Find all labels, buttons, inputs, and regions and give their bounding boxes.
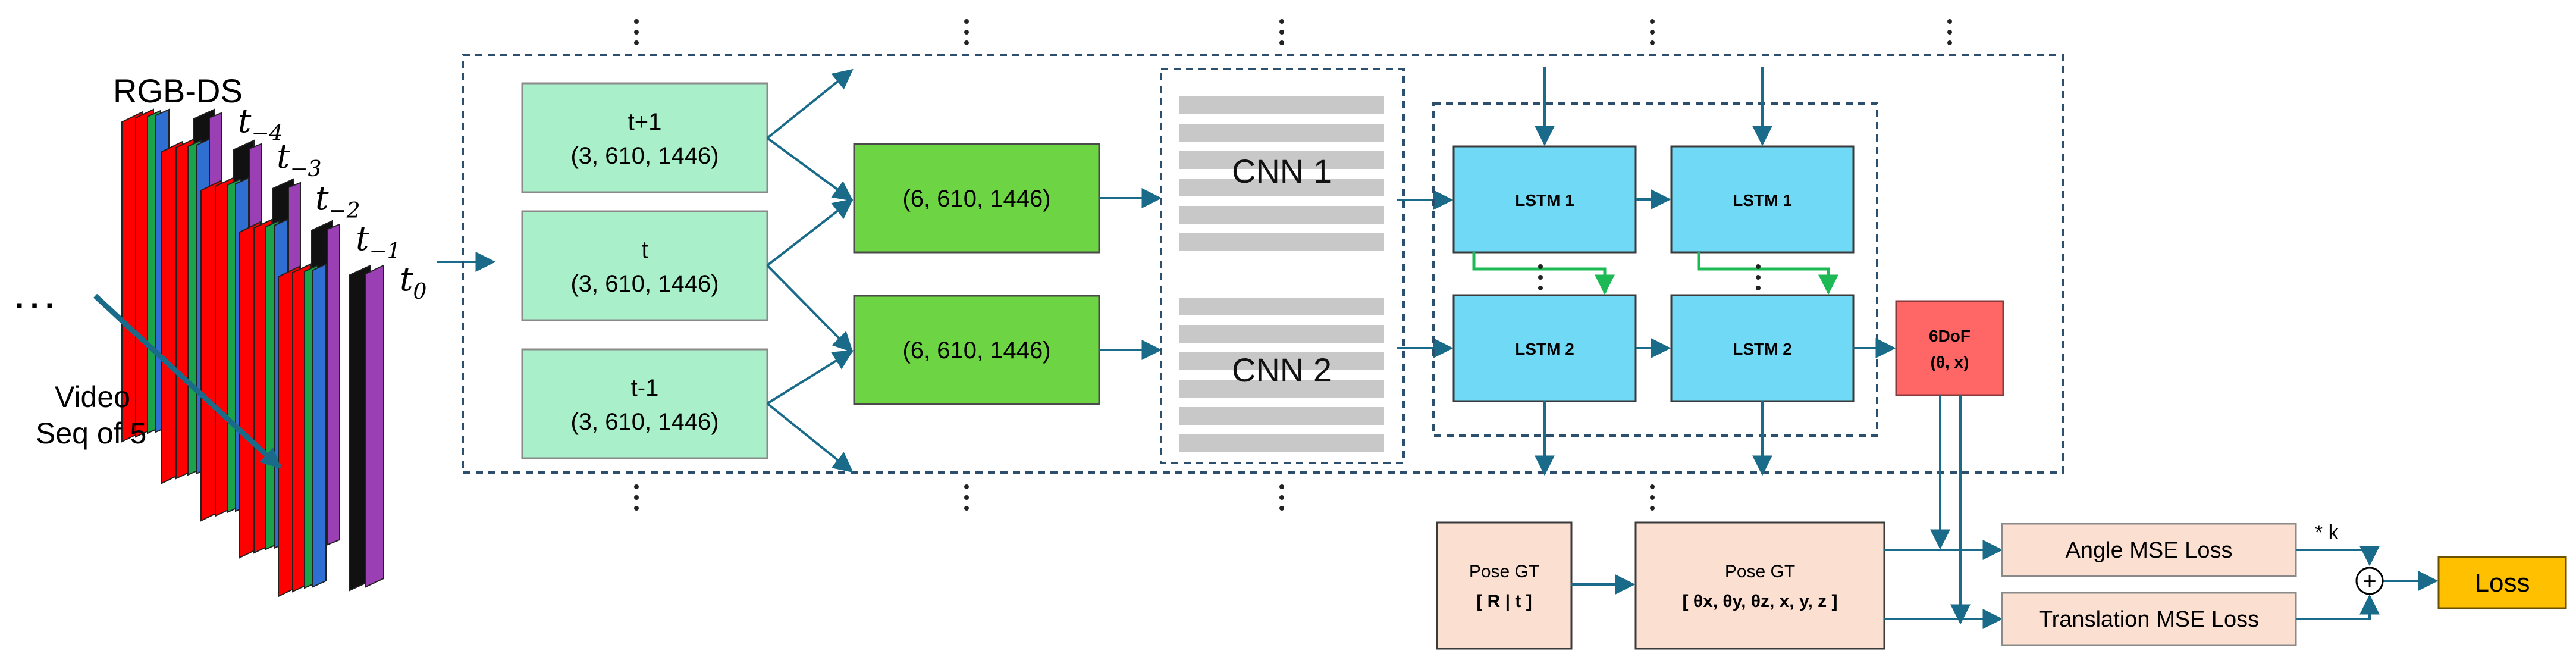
svg-text:t−2: t−2 [315,179,360,223]
lstm1-b: LSTM 1 [1670,145,1855,254]
cnn2-label: CNN 2 [1232,351,1332,389]
svg-text:Translation MSE Loss: Translation MSE Loss [2039,607,2259,632]
frame-box-t: t (3, 610, 1446) [521,210,768,321]
loss-sum-arrows [2296,546,2439,620]
translation-loss-box: Translation MSE Loss [2001,592,2297,646]
sum-node: + [2355,567,2384,595]
svg-text:(6, 610, 1446): (6, 610, 1446) [902,186,1050,212]
time-labels: t−4 t−3 t−2 t−1 t0 [238,102,426,304]
input-frame-stack [121,108,384,598]
svg-text:LSTM 2: LSTM 2 [1733,340,1792,358]
input-ellipsis: … [11,265,58,318]
lstm-green-arrows [1472,252,1838,295]
cnn-dashed-container [1160,68,1405,464]
lstm2-a: LSTM 2 [1452,294,1637,402]
k-weight-label: * k [2315,521,2339,544]
svg-text:Pose GT: Pose GT [1725,562,1795,581]
svg-text:LSTM 2: LSTM 2 [1515,340,1574,358]
vertical-ellipses [634,19,1952,511]
lstm1-a: LSTM 1 [1452,145,1637,254]
svg-text:t−4: t−4 [238,102,283,146]
frame-box-t-minus-1: t-1 (3, 610, 1446) [521,348,768,459]
cnn1-label: CNN 1 [1232,152,1332,190]
svg-text:[ θx, θy, θz, x, y, z ]: [ θx, θy, θz, x, y, z ] [1683,592,1838,611]
svg-text:t-1: t-1 [631,375,659,401]
svg-text:(6, 610, 1446): (6, 610, 1446) [902,337,1050,364]
svg-text:LSTM 1: LSTM 1 [1515,191,1574,209]
frame-box-t-plus-1: t+1 (3, 610, 1446) [521,82,768,193]
rgbds-title: RGB-DS [113,72,243,110]
svg-text:LSTM 1: LSTM 1 [1733,191,1792,209]
video-label-line1: Video [55,380,130,414]
svg-text:6DoF: 6DoF [1929,327,1971,345]
svg-text:t−3: t−3 [277,137,322,182]
cnn1-stripes [1179,96,1384,251]
angle-loss-box: Angle MSE Loss [2001,523,2297,577]
svg-text:t+1: t+1 [628,109,662,135]
svg-text:(3, 610, 1446): (3, 610, 1446) [570,271,718,297]
video-sequence-arrow [93,293,282,470]
lstm2-b: LSTM 2 [1670,294,1855,402]
frame-to-pair-arrows [766,68,854,473]
network-dashed-container [462,54,2064,474]
svg-text:(θ, x): (θ, x) [1931,353,1969,371]
svg-text:t0: t0 [400,260,426,304]
svg-text:t: t [641,237,648,263]
pose-gt-vec-box: Pose GT [ θx, θy, θz, x, y, z ] [1634,521,1885,650]
svg-text:[ R | t ]: [ R | t ] [1476,592,1532,611]
cnn2-stripes [1179,298,1384,452]
lstm-arrows [1535,67,1896,476]
svg-text:Angle MSE Loss: Angle MSE Loss [2066,538,2233,563]
loss-input-arrows [1884,395,2003,629]
svg-text:t−1: t−1 [356,220,401,264]
total-loss-box: Loss [2437,556,2567,609]
svg-text:Loss: Loss [2475,568,2530,598]
svg-text:+: + [2362,568,2376,595]
svg-text:(3, 610, 1446): (3, 610, 1446) [570,409,718,435]
pair-box-1: (6, 610, 1446) [853,143,1100,254]
svg-text:Pose GT: Pose GT [1469,562,1539,581]
video-label-line2: Seq of 5 [36,417,146,450]
pose-gt-rt-box: Pose GT [ R | t ] [1436,521,1573,650]
svg-text:(3, 610, 1446): (3, 610, 1446) [570,143,718,169]
pair-box-2: (6, 610, 1446) [853,295,1100,405]
dof-output-box: 6DoF (θ, x) [1895,300,2004,396]
